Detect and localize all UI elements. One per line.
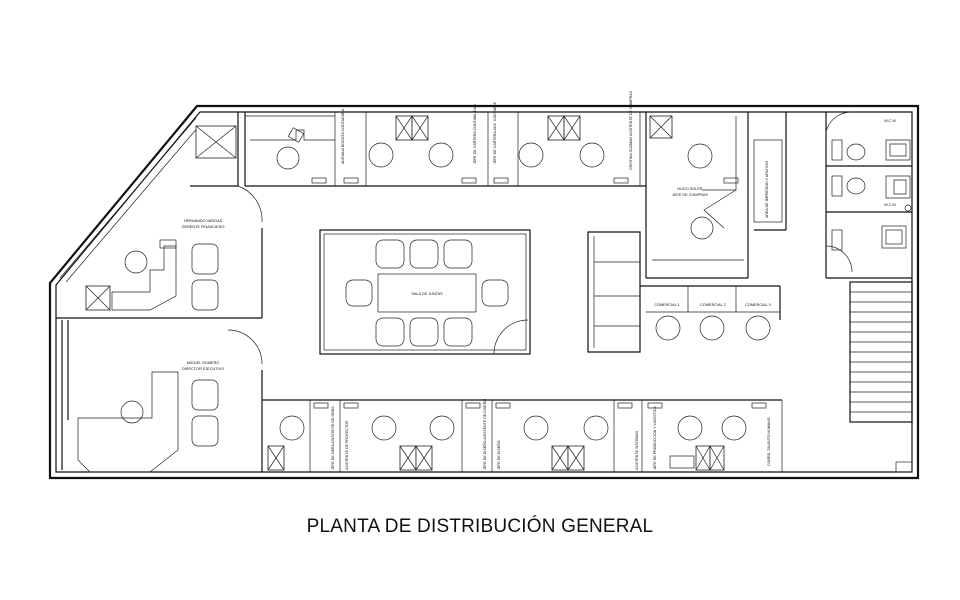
desk-label-bot-5: ASISTENTE SISTEMAS: [635, 430, 639, 470]
waiting-bench: [587, 231, 641, 353]
impresion-label: AREA DE IMPRESION Y ARCHIVO: [765, 161, 769, 218]
desk-label-bot-6: JEFE DE PRODUCCION Y LOGISTICA: [653, 406, 657, 470]
restrooms: W.C.W W.C.M: [825, 111, 912, 279]
comercial-1-label: COMERCIAL 1: [654, 303, 680, 307]
desk-label-bot-1: JEFE DE OBRA ASISTENTE DE OBRA: [331, 406, 335, 470]
compras-name: HUGO SOLER: [677, 187, 703, 191]
desk-label-bot-2: ASISTENTE DE PROYECTOS: [345, 420, 349, 470]
comercial-3-label: COMERCIAL 3: [745, 303, 771, 307]
desk-label-bot-3: JEFE DE DISEÑO ASISTENTE DE DISEÑO: [482, 399, 487, 470]
office-compras: HUGO SOLER JEFE DE COMPRAS: [645, 112, 749, 279]
comercial-2-label: COMERCIAL 2: [700, 303, 726, 307]
office-ejecutivo: MIGUEL ROMERO DIRECTOR EJECUTIVO: [61, 320, 263, 473]
archive-area: AREA DE IMPRESION Y ARCHIVO: [753, 112, 787, 231]
wcm-label: W.C.M: [884, 203, 895, 207]
ejecutivo-role: DIRECTOR EJECUTIVO: [182, 367, 224, 371]
desk-label-top-1: ADRIANA BOGOTA CONTADORA: [341, 108, 345, 164]
comercial-zone: COMERCIAL 1 COMERCIAL 2 COMERCIAL 3: [640, 285, 781, 341]
financiero-role: GERENTE FINANCIERO: [182, 225, 225, 229]
bottom-workstations: JEFE DE OBRA ASISTENTE DE OBRA ASISTENTE…: [262, 399, 783, 472]
stairs: [849, 281, 913, 473]
desk-label-top-4: CRISTINA GUZMAN ASISTENTE DE COMPRAS: [629, 90, 633, 170]
plan-title: PLANTA DE DISTRIBUCIÓN GENERAL: [306, 516, 654, 537]
meeting-room: SALA DE JUNTAS: [319, 229, 531, 355]
desk-label-top-3: JEFE DE CARTERA AUX. CONTABLE: [493, 101, 497, 164]
desk-label-top-2: JEFE DE CARTERA CONTABILIDAD: [473, 104, 477, 164]
wcw-label: W.C.W: [884, 119, 896, 123]
desk-label-bot-7: COORD. TALENTO HUMANO: [767, 417, 771, 466]
ejecutivo-name: MIGUEL ROMERO: [187, 361, 220, 365]
top-workstations: ADRIANA BOGOTA CONTADORA JEFE DE CARTERA…: [244, 90, 673, 187]
sala-juntas-label: SALA DE JUNTAS: [411, 292, 443, 296]
desk-label-bot-4: JEFE DE DISEÑO: [496, 440, 501, 470]
financiero-name: HERNANDO VARGAS: [184, 219, 223, 223]
compras-role: JEFE DE COMPRAS: [672, 193, 708, 197]
office-financiero: HERNANDO VARGAS GERENTE FINANCIERO: [56, 112, 263, 319]
